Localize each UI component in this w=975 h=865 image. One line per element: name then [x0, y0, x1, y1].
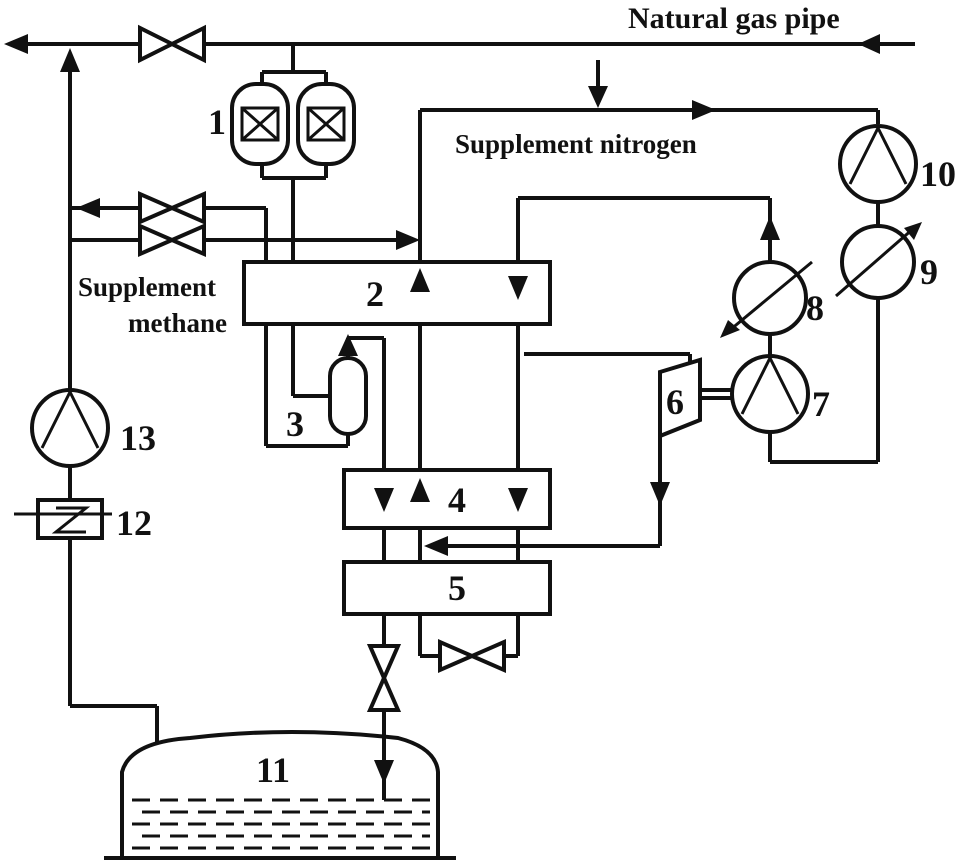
component-number-13: 13	[120, 418, 156, 458]
component-number-2: 2	[366, 274, 384, 314]
methane-double-valve-icon	[138, 190, 206, 258]
heat-exchanger-2	[242, 260, 552, 326]
separator-3	[264, 324, 386, 470]
component-number-10: 10	[920, 154, 956, 194]
supplement-methane-branch	[70, 198, 420, 290]
component-number-6: 6	[666, 382, 684, 422]
expander-6-icon	[658, 357, 732, 439]
compressor-13-icon	[30, 388, 110, 468]
component-number-9: 9	[920, 252, 938, 292]
supplement-methane-label-line2: methane	[128, 308, 227, 338]
storage-tank-11	[104, 730, 456, 860]
supplement-methane-label-line1: Supplement	[78, 272, 216, 302]
component-number-5: 5	[448, 568, 466, 608]
purifier-1	[230, 44, 356, 180]
supplement-nitrogen-line	[410, 60, 880, 292]
lng-return-line	[60, 48, 159, 742]
natural-gas-pipe-label: Natural gas pipe	[628, 2, 840, 35]
component-number-11: 11	[256, 750, 290, 790]
component-number-12: 12	[116, 503, 152, 543]
hx5-loop-valve-icon	[438, 638, 506, 674]
supplement-nitrogen-label: Supplement nitrogen	[455, 129, 697, 159]
component-number-8: 8	[806, 288, 824, 328]
component-number-3: 3	[286, 404, 304, 444]
lng-vertical-valve-icon	[366, 644, 402, 712]
refrigerant-return-line	[508, 196, 780, 300]
component-number-4: 4	[448, 480, 466, 520]
hx5-bottom-loop	[418, 614, 520, 658]
compressor-7-icon	[730, 354, 810, 434]
cooler-9-icon	[835, 222, 922, 300]
component-number-1: 1	[208, 102, 226, 142]
cooler-8-icon	[720, 260, 813, 338]
gas-pipe-valve-icon	[138, 24, 206, 64]
compressor-10-icon	[838, 124, 918, 204]
heat-exchanger-5	[342, 560, 552, 616]
heater-12-icon	[14, 498, 112, 540]
component-number-7: 7	[812, 384, 830, 424]
